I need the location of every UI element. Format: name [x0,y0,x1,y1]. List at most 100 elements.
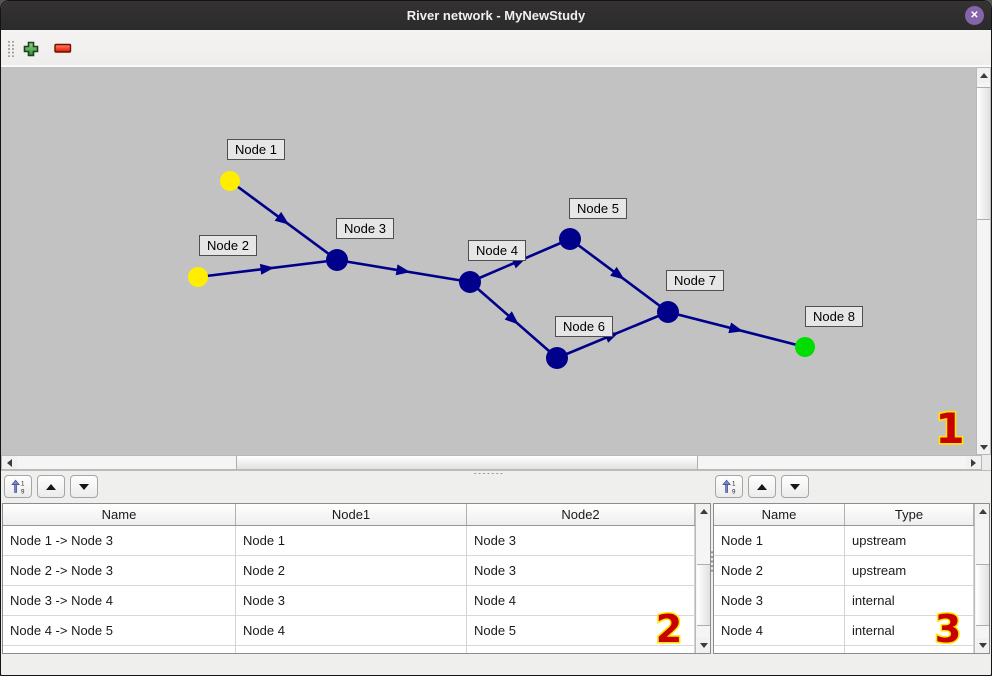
table-cell[interactable]: Node 3 [467,526,695,555]
node-label[interactable]: Node 5 [569,198,627,219]
up-arrow-icon [46,483,56,490]
table-cell[interactable] [467,646,695,653]
vertical-scroll-thumb[interactable] [977,87,990,220]
nodes-table-scrollbar[interactable] [974,504,989,653]
edge-arrow-icon [259,263,275,275]
titlebar[interactable]: River network - MyNewStudy ✕ [1,1,991,30]
scroll-up-icon[interactable] [977,68,990,83]
node-label[interactable]: Node 2 [199,235,257,256]
edge-arrow-icon [274,211,290,225]
table-cell[interactable]: Node 3 -> Node 4 [3,586,236,615]
scroll-up-icon[interactable] [976,504,989,519]
table-cell[interactable]: Node 4 -> Node 5 [3,616,236,645]
nodes-move-up-button[interactable] [748,475,776,498]
column-header[interactable]: Node1 [236,504,467,525]
table-cell[interactable]: Node 2 [236,556,467,585]
scroll-left-icon[interactable] [2,456,17,469]
links-sort-button[interactable]: 1 9 [4,475,32,498]
node-label[interactable]: Node 1 [227,139,285,160]
nodes-sort-button[interactable]: 1 9 [715,475,743,498]
node-label[interactable]: Node 4 [468,240,526,261]
table-cell[interactable]: Node 1 [714,526,845,555]
table-cell[interactable]: internal [845,586,974,615]
horizontal-scroll-thumb[interactable] [236,456,698,469]
table-cell[interactable] [236,646,467,653]
table-cell[interactable]: internal [845,616,974,645]
add-node-button[interactable] [20,38,42,59]
panel-splitter[interactable] [1,470,991,475]
table-cell[interactable] [845,646,974,653]
network-canvas[interactable]: Node 1 Node 2 Node 3 Node 4 Node 5 Node 6 Node… [1,67,976,455]
scroll-up-icon[interactable] [697,504,710,519]
links-table-scrollbar[interactable] [695,504,710,653]
table-cell[interactable]: Node 3 [236,586,467,615]
table-cell[interactable]: Node 2 [714,556,845,585]
scroll-down-icon[interactable] [977,440,990,454]
toolbar-grip-handle[interactable] [7,40,15,57]
scroll-right-icon[interactable] [966,456,981,469]
close-icon[interactable]: ✕ [965,6,984,25]
canvas-horizontal-scrollbar[interactable] [1,455,982,470]
add-plus-icon [23,41,39,56]
vertical-scroll-thumb[interactable] [976,564,989,626]
table-cell[interactable] [714,646,845,653]
column-header[interactable]: Name [714,504,845,525]
network-node[interactable] [546,347,568,369]
table-cell[interactable]: upstream [845,556,974,585]
links-move-up-button[interactable] [37,475,65,498]
svg-text:9: 9 [21,488,25,495]
canvas-vertical-scrollbar[interactable] [976,67,991,455]
remove-node-button[interactable] [52,38,74,59]
table-cell[interactable]: Node 4 [236,616,467,645]
column-header[interactable]: Name [3,504,236,525]
tables-splitter[interactable] [710,550,714,574]
vertical-scroll-thumb[interactable] [697,564,710,626]
table-cell[interactable]: Node 4 [467,586,695,615]
node-label[interactable]: Node 7 [666,270,724,291]
splitter-grip-icon [473,472,503,475]
table-cell[interactable]: Node 2 -> Node 3 [3,556,236,585]
network-node[interactable] [657,301,679,323]
links-move-down-button[interactable] [70,475,98,498]
down-arrow-icon [79,483,89,490]
network-node[interactable] [459,271,481,293]
table-cell[interactable]: upstream [845,526,974,555]
svg-text:9: 9 [732,488,736,495]
table-cell[interactable]: Node 4 [714,616,845,645]
table-row[interactable] [3,646,710,653]
scroll-down-icon[interactable] [976,638,989,653]
table-cell[interactable]: Node 3 [714,586,845,615]
node-label[interactable]: Node 6 [555,316,613,337]
network-node[interactable] [795,337,815,357]
table-cell[interactable] [3,646,236,653]
column-header[interactable]: Type [845,504,974,525]
nodes-move-down-button[interactable] [781,475,809,498]
network-node[interactable] [559,228,581,250]
network-node[interactable] [188,267,208,287]
edge-arrow-icon [728,322,744,334]
table-row[interactable] [714,646,989,653]
scrollbar-corner [982,455,991,470]
network-node[interactable] [326,249,348,271]
network-node[interactable] [220,171,240,191]
table-cell[interactable]: Node 3 [467,556,695,585]
node-label[interactable]: Node 8 [805,306,863,327]
table-cell[interactable]: Node 1 -> Node 3 [3,526,236,555]
column-header[interactable]: Node2 [467,504,695,525]
scroll-down-icon[interactable] [697,638,710,653]
node-label[interactable]: Node 3 [336,218,394,239]
table-cell[interactable]: Node 5 [467,616,695,645]
window-title: River network - MyNewStudy [406,8,586,23]
table-cell[interactable]: Node 1 [236,526,467,555]
